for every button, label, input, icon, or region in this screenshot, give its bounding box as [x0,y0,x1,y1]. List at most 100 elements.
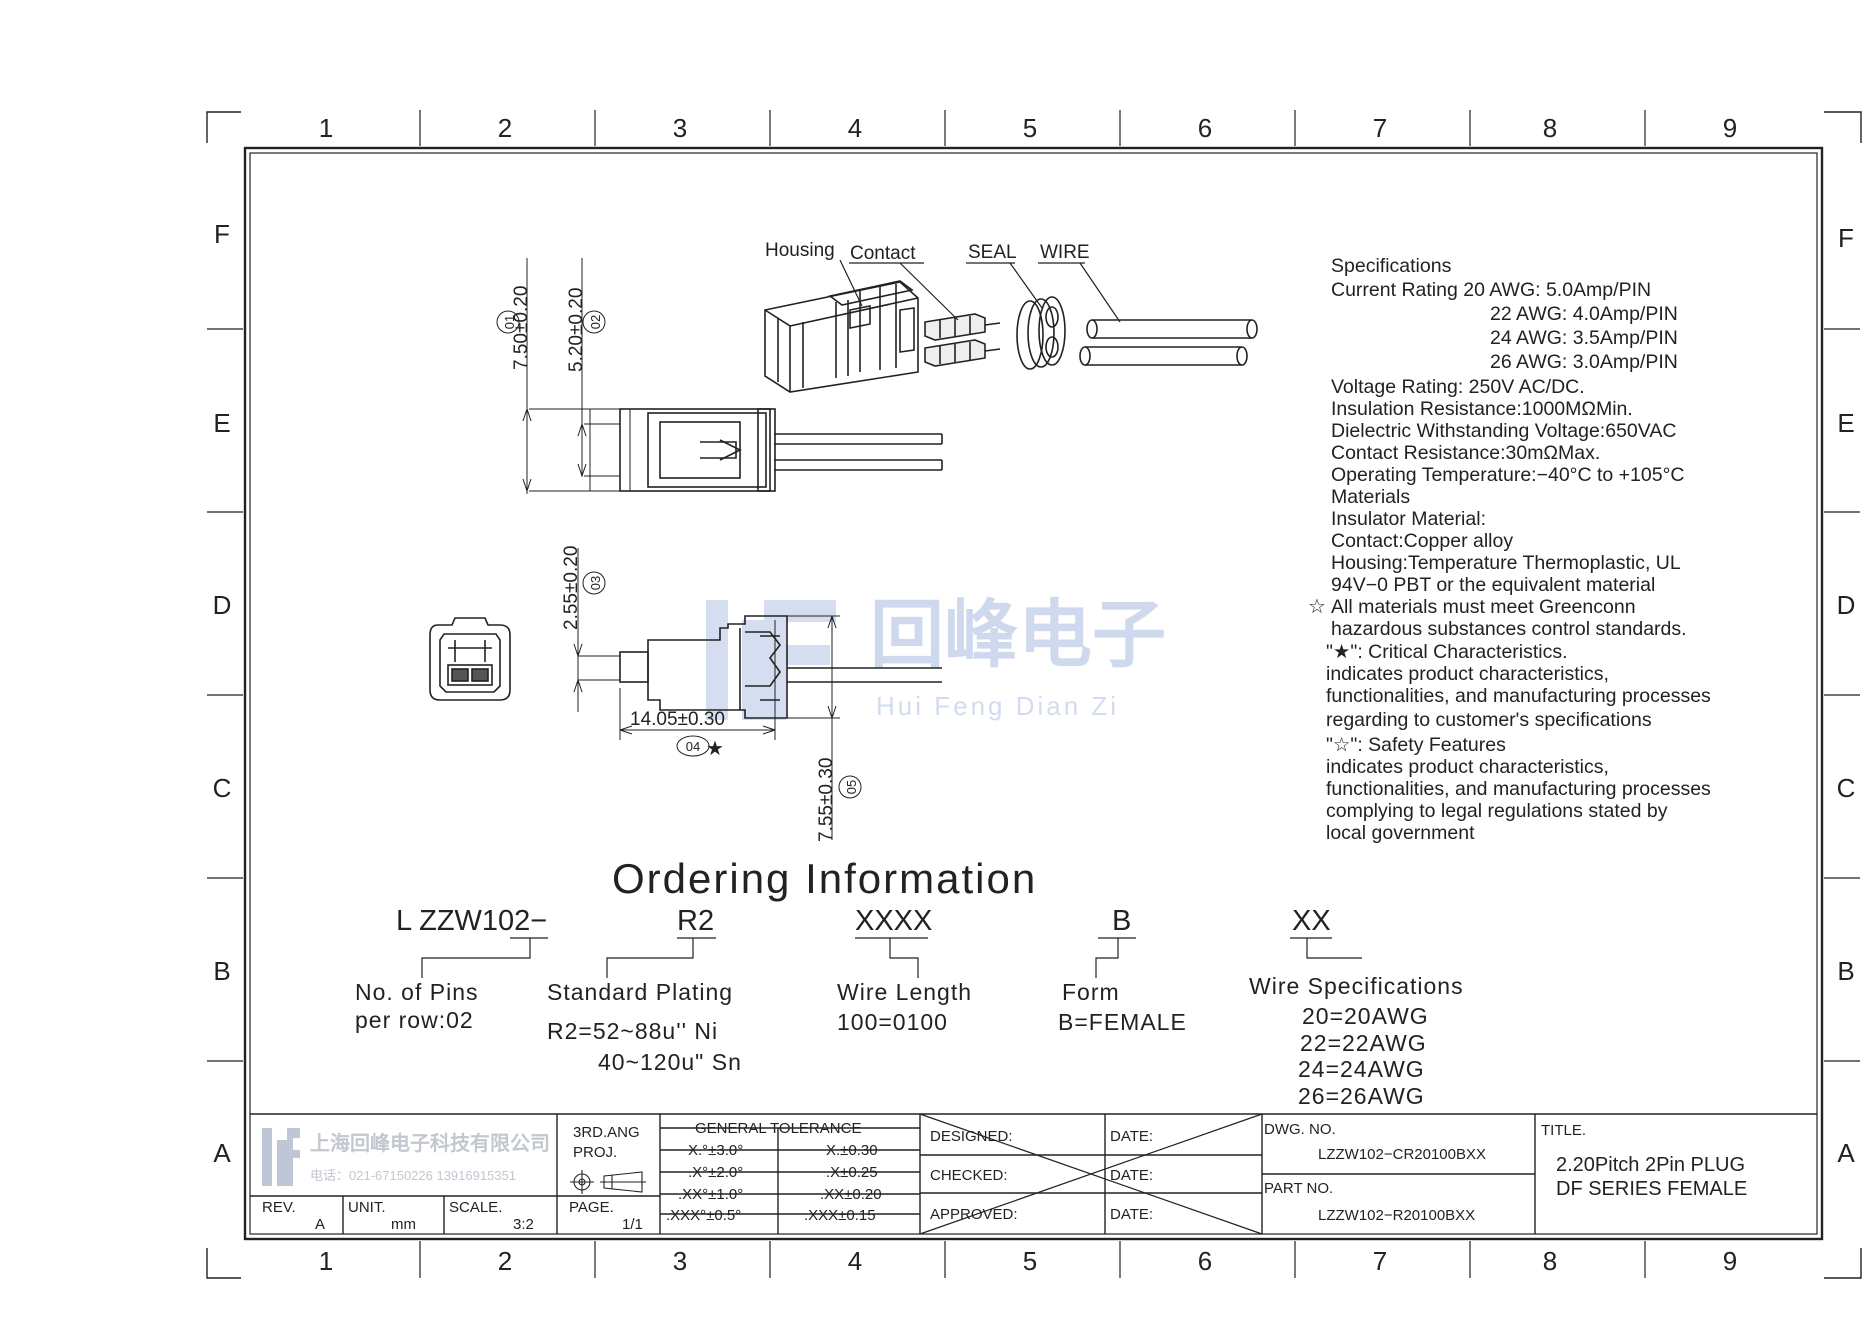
designed-label: DESIGNED: [930,1128,1013,1145]
third-angle-projection-icon [570,1170,646,1194]
approved-date-label: DATE: [1110,1206,1153,1223]
grid-col-8: 8 [1543,113,1557,143]
drawing-title: TITLE. 2.20Pitch 2Pin PLUG DF SERIES FEM… [1541,1122,1747,1200]
unit-value: mm [391,1216,416,1233]
ordering-form-value: B=FEMALE [1058,1009,1187,1035]
grid-row-F: F [214,219,230,249]
spec-line-5: Voltage Rating: 250V AC/DC. [1331,376,1585,398]
spec-line-1: Current Rating 20 AWG: 5.0Amp/PIN [1331,279,1651,301]
front-view [429,617,511,701]
spec-line-22: indicates product characteristics, [1326,756,1609,778]
specifications: Specifications Current Rating 20 AWG: 5.… [1308,255,1711,844]
grid-row-E-right: E [1837,408,1854,438]
tol-linear-0: X.±0.30 [826,1142,878,1159]
spec-line-18: indicates product characteristics, [1326,663,1609,685]
grid-col-7: 7 [1373,113,1387,143]
approved-label: APPROVED: [930,1206,1018,1223]
grid-row-labels: F E D C B A F E D C B A [213,219,1856,1168]
ordering-code-plating: R2 [677,905,714,937]
title-block [250,1113,1817,1235]
ordering-information: Ordering Information L ZZW102− R2 XXXX B… [355,855,1464,1109]
dim-overall-height: 7.50±0.20 [511,286,532,370]
ordering-wire-value-26: 26=26AWG [1298,1083,1425,1109]
wire-pair [1079,319,1258,366]
spec-line-16: hazardous substances control standards. [1331,618,1687,640]
grid-col-3: 3 [673,113,687,143]
company-logo-icon [262,1128,300,1186]
checked-date-label: DATE: [1110,1167,1153,1184]
spec-line-15: All materials must meet Greenconn [1331,596,1636,618]
dim-tag-02: 02 [588,315,603,329]
spec-line-0: Specifications [1331,255,1452,277]
spec-line-9: Operating Temperature:−40°C to +105°C [1331,464,1684,486]
ordering-wire-value-22: 22=22AWG [1300,1030,1427,1056]
ordering-code-base: L ZZW102− [396,905,547,937]
unit-label: UNIT. [348,1199,386,1216]
rev-label: REV. [262,1199,296,1216]
tol-linear-3: .XXX±0.15 [804,1207,876,1224]
spec-line-7: Dielectric Withstanding Voltage:650VAC [1331,420,1676,442]
spec-line-3: 24 AWG: 3.5Amp/PIN [1490,327,1678,349]
top-view [589,408,943,492]
critical-star-icon: ★ [706,738,724,760]
ordering-pins-value: per row:02 [355,1007,474,1033]
designed-date-label: DATE: [1110,1128,1153,1145]
callout-housing: Housing [765,240,835,261]
sheet-frame [206,110,1862,1279]
grid-row-B: B [213,956,230,986]
part-no-value: LZZW102−R20100BXX [1318,1207,1475,1224]
grid-col-7-bottom: 7 [1373,1246,1387,1276]
scale-value: 3:2 [513,1216,534,1233]
grid-col-6: 6 [1198,113,1212,143]
grid-col-6-bottom: 6 [1198,1246,1212,1276]
grid-col-9: 9 [1723,113,1737,143]
grid-col-9-bottom: 9 [1723,1246,1737,1276]
grid-col-5-bottom: 5 [1023,1246,1037,1276]
grid-col-1-bottom: 1 [319,1246,333,1276]
projection-block: 3RD.ANG PROJ. [573,1124,640,1161]
general-tolerance: GENERAL TOLERANCE X.°±3.0° .X°±2.0° .XX°… [666,1120,882,1224]
grid-row-F-right: F [1838,223,1854,253]
grid-row-A: A [213,1138,231,1168]
callout-wire: WIRE [1040,242,1090,263]
grid-col-8-bottom: 8 [1543,1246,1557,1276]
dwg-no-label: DWG. NO. [1264,1121,1336,1138]
spec-line-13: Housing:Temperature Thermoplastic, UL [1331,552,1681,574]
grid-row-E: E [213,408,230,438]
watermark-pinyin: Hui Feng Dian Zi [876,691,1119,721]
spec-line-20: regarding to customer's specifications [1326,709,1652,731]
ordering-length-value: 100=0100 [837,1009,948,1035]
callouts: Housing Contact SEAL WIRE [765,240,1121,323]
dim-inner-height: 5.20±0.20 [566,288,587,372]
watermark: 回峰电子 Hui Feng Dian Zi [706,593,1166,721]
top-view-dimensions [496,258,620,494]
grid-row-A-right: A [1837,1138,1855,1168]
tolerance-header: GENERAL TOLERANCE [695,1120,861,1137]
projection-line-1: 3RD.ANG [573,1124,640,1141]
ordering-wire-label: Wire Specifications [1249,973,1464,999]
dim-pitch-height: 2.55±0.20 [561,546,582,630]
checked-label: CHECKED: [930,1167,1008,1184]
ordering-form-label: Form [1062,979,1120,1005]
side-view-dimensions [573,548,862,840]
spec-line-21: "☆": Safety Features [1326,734,1506,756]
page-value: 1/1 [622,1216,643,1233]
ordering-wire-value-24: 24=24AWG [1298,1056,1425,1082]
exploded-assembly [764,280,1258,393]
page-label: PAGE. [569,1199,614,1216]
spec-line-4: 26 AWG: 3.0Amp/PIN [1490,351,1678,373]
grid-col-1: 1 [319,113,333,143]
spec-line-11: Insulator Material: [1331,508,1486,530]
ordering-code-wire: XX [1292,905,1331,937]
title-line-1: 2.20Pitch 2Pin PLUG [1556,1154,1745,1176]
grid-col-3-bottom: 3 [673,1246,687,1276]
tol-linear-1: .X±0.25 [826,1164,878,1181]
spec-line-24: complying to legal regulations stated by [1326,800,1668,822]
grid-col-4-bottom: 4 [848,1246,862,1276]
dim-tag-05: 05 [844,780,859,794]
tol-angle-3: .XXX°±0.5° [666,1207,741,1224]
spec-line-10: Materials [1331,486,1410,508]
grid-row-D-right: D [1837,590,1856,620]
grid-col-2-bottom: 2 [498,1246,512,1276]
